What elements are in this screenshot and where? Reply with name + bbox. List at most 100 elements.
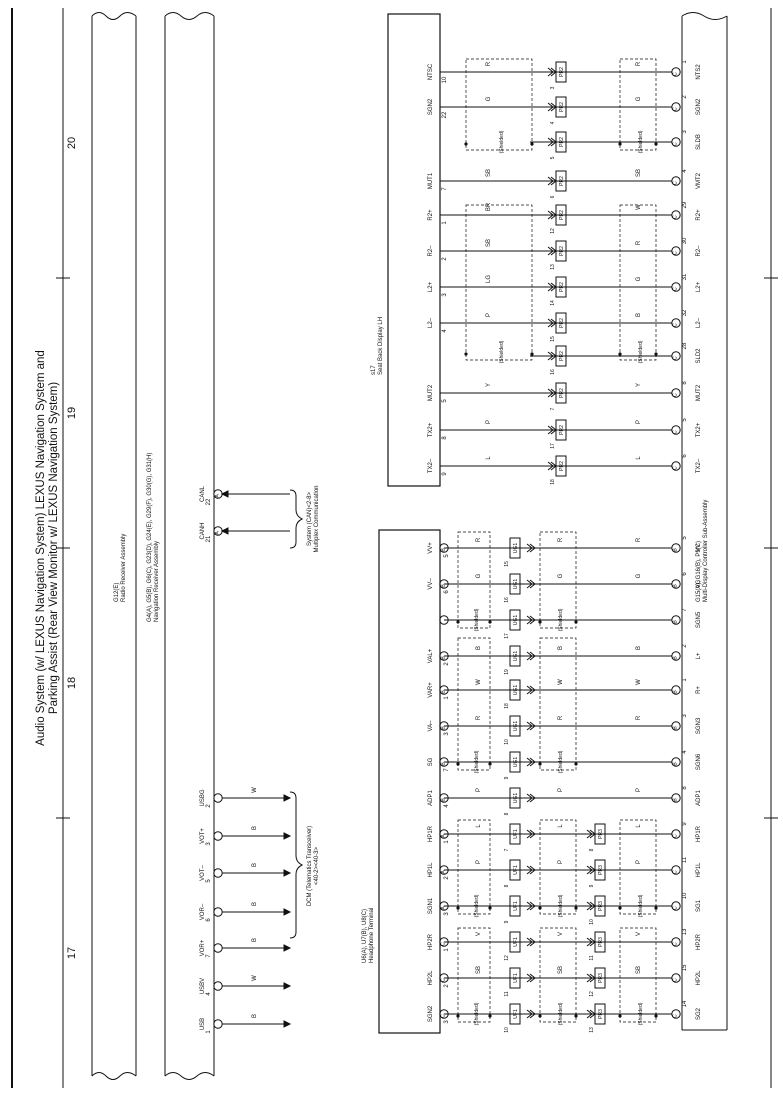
dcm-wire-color: W xyxy=(252,975,258,981)
wire-color-left: R xyxy=(476,715,482,720)
right-pin-number: 2 xyxy=(682,95,688,99)
junction-label: UG1 xyxy=(513,543,519,554)
pin-connector-letter: C xyxy=(673,107,679,111)
junction-label: UG1 xyxy=(513,579,519,590)
pin-connector-letter: C xyxy=(673,834,679,838)
pin-connector-letter: A xyxy=(441,870,447,874)
left-pin-name: VV– xyxy=(428,578,434,590)
junction-pin-number: 8 xyxy=(504,884,510,887)
wire-color-right: B xyxy=(636,646,642,650)
dcm-pin-name: VOT– xyxy=(200,865,206,881)
junction-label: PR3 xyxy=(598,901,604,911)
shield-box: (Shielded) xyxy=(456,531,492,631)
dcm-pin-number: 3 xyxy=(206,842,212,846)
right-pin-number: 3 xyxy=(682,714,688,718)
left-pin-number: 10 xyxy=(442,76,448,83)
page-marker: 19 xyxy=(66,407,78,419)
left-pin-number: 5 xyxy=(444,554,450,558)
wire-color-right: G xyxy=(636,96,642,101)
junction-label: PR2 xyxy=(559,67,565,77)
pin-connector-letter: B xyxy=(673,548,679,552)
pin-connector-letter: B xyxy=(673,762,679,766)
connector-chevron xyxy=(526,973,536,983)
wire-color-left: Y xyxy=(486,383,492,387)
dcm-label: DCM (Telematics Transceiver) xyxy=(307,826,313,906)
left-pin-number: 2 xyxy=(444,662,450,666)
junction-label: PR2 xyxy=(559,176,565,186)
left-pin-name: VAR+ xyxy=(428,682,434,698)
headphone-terminal-id: U6(A), U7(B), U8(C) xyxy=(362,909,368,963)
left-pin-name: VV+ xyxy=(428,542,434,554)
can-brace xyxy=(289,489,304,549)
junction-label: UG1 xyxy=(513,685,519,696)
pin-terminal xyxy=(671,425,681,435)
junction-connector xyxy=(594,931,606,953)
right-pin-number: 8 xyxy=(682,786,688,790)
left-pin-number: 1 xyxy=(444,696,450,700)
pin-connector-letter: B xyxy=(673,726,679,730)
left-pin-number: 3 xyxy=(444,1020,450,1024)
junction-label: PR2 xyxy=(559,210,565,220)
title-line-2: Parking Assist (Rear View Monitor w/ LEX… xyxy=(48,382,60,714)
wire-color-right: P xyxy=(636,420,642,424)
wire-color-right: P xyxy=(636,860,642,864)
connector-chevron xyxy=(526,901,536,911)
left-pin-name: SGN2 xyxy=(428,98,434,115)
junction-label: PR2 xyxy=(559,246,565,256)
right-pin-name: R2– xyxy=(696,245,702,257)
pin-connector-letter: C xyxy=(673,466,679,470)
pin-connector-letter: B xyxy=(441,656,447,660)
left-pin-number: 4 xyxy=(444,804,450,808)
wire-color-left: V xyxy=(476,932,482,936)
pin-terminal xyxy=(671,901,681,911)
junction-pin-number: 16 xyxy=(504,597,510,603)
pin-terminal xyxy=(439,973,449,983)
dcm-pin-name: VOR+ xyxy=(200,939,206,956)
junction-pin-number: 16 xyxy=(550,369,556,375)
pin-connector-letter: B xyxy=(441,584,447,588)
shielded-label: (Shielded) xyxy=(474,750,480,773)
multiplex-label-2: System (CAN)<2-8> xyxy=(307,491,313,546)
pin-terminal xyxy=(439,793,449,803)
shield-box: (Shielded) xyxy=(618,927,658,1025)
shield-box: (Shielded) xyxy=(618,204,658,363)
pin-connector-letter: C xyxy=(673,142,679,146)
wire-color-middle: G xyxy=(558,573,564,578)
connector-chevron xyxy=(526,543,536,553)
right-pin-number: 29 xyxy=(682,201,688,208)
left-pin-name: SG xyxy=(428,757,434,766)
left-pin-number: 5 xyxy=(442,399,448,403)
right-pin-number: 14 xyxy=(682,1000,688,1007)
junction-connector xyxy=(555,276,567,298)
radio-receiver-name: Radio Receiver Assembly xyxy=(121,534,127,602)
connector-chevron xyxy=(526,651,536,661)
left-pin-name: MUT2 xyxy=(428,384,434,401)
pin-terminal xyxy=(671,210,681,220)
pin-terminal xyxy=(439,937,449,947)
shielded-label: (Shielded) xyxy=(638,340,644,363)
junction-pin-number: 15 xyxy=(550,336,556,342)
junction-pin-number: 11 xyxy=(589,955,595,960)
pin-terminal xyxy=(439,901,449,911)
junction-pin-number: 7 xyxy=(504,848,510,851)
junction-label: UG1 xyxy=(513,793,519,804)
junction-label: PR2 xyxy=(559,102,565,112)
pin-terminal xyxy=(671,721,681,731)
left-pin-number: 3 xyxy=(442,293,448,297)
pin-connector-letter: C xyxy=(673,393,679,397)
pin-connector-letter: A xyxy=(441,906,447,910)
pin-connector-letter: C xyxy=(673,356,679,360)
right-pin-number: 5 xyxy=(682,536,688,540)
